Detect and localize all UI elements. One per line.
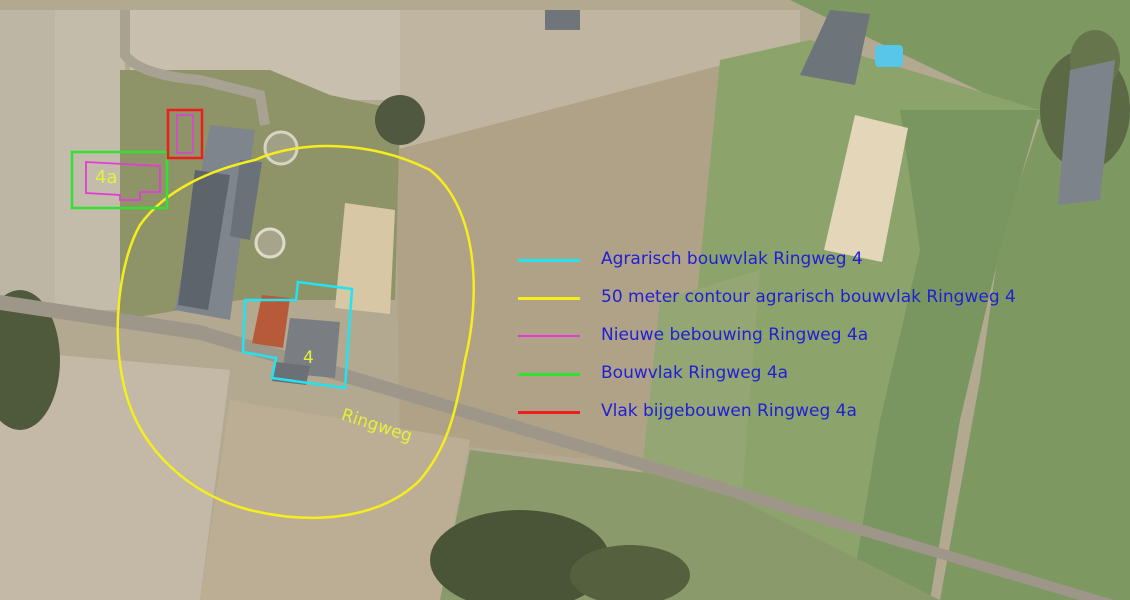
legend-label: Agrarisch bouwvlak Ringweg 4 — [601, 249, 863, 269]
legend-swatch-magenta — [518, 335, 580, 337]
barn-roof-2 — [178, 170, 230, 310]
legend-swatch-red — [518, 411, 580, 414]
tree-cluster-left — [0, 290, 60, 430]
silo-round-2 — [254, 227, 286, 259]
house-red-roof — [252, 295, 290, 348]
driveway — [120, 10, 270, 126]
legend-item-50m-contour: 50 meter contour agrarisch bouwvlak Ring… — [518, 284, 1118, 314]
legend-swatch-yellow — [518, 297, 580, 300]
meadow-right — [790, 0, 1130, 600]
building-topright-1 — [800, 10, 870, 85]
field-bottom-center — [200, 400, 470, 600]
field-bottom-left — [0, 350, 230, 600]
riding-arena-right — [824, 115, 908, 262]
label-4: 4 — [303, 348, 314, 368]
legend-label: Nieuwe bebouwing Ringweg 4a — [601, 325, 869, 345]
nieuwe-bebouwing-4a-bijgebouw — [176, 114, 194, 154]
nieuwe-bebouwing-4a — [85, 161, 161, 201]
shed — [230, 160, 262, 240]
meadow-patch — [640, 270, 760, 520]
legend-item-nieuwe-bebouwing: Nieuwe bebouwing Ringweg 4a — [518, 322, 1118, 352]
contour-50m — [116, 144, 475, 519]
vlak-bijgebouwen-4a — [166, 108, 204, 160]
tree-cluster-bottom-2 — [570, 545, 690, 600]
riding-arena-farm — [335, 203, 395, 314]
house-grey-roof — [282, 318, 340, 378]
tree-cluster-bottom — [430, 510, 610, 600]
legend-item-bouwvlak-4a: Bouwvlak Ringweg 4a — [518, 360, 1118, 390]
meadow-strip — [850, 110, 1040, 600]
building-topright-2 — [1058, 60, 1115, 205]
legend-swatch-cyan — [518, 259, 580, 262]
tree-top — [375, 95, 425, 145]
swimming-pool — [875, 45, 903, 67]
field-left-strip — [55, 10, 125, 310]
legend-item-agrarisch-bouwvlak: Agrarisch bouwvlak Ringweg 4 — [518, 246, 1118, 276]
bouwvlak-4a — [70, 150, 169, 210]
legend-label: Bouwvlak Ringweg 4a — [601, 363, 789, 383]
legend-swatch-green — [518, 373, 580, 376]
agrarisch-bouwvlak-4 — [241, 280, 354, 390]
building-top — [545, 10, 580, 30]
legend-item-vlak-bijgebouwen: Vlak bijgebouwen Ringweg 4a — [518, 398, 1118, 428]
legend-label: Vlak bijgebouwen Ringweg 4a — [601, 401, 857, 421]
legend-label: 50 meter contour agrarisch bouwvlak Ring… — [601, 287, 1016, 307]
label-4a: 4a — [95, 167, 118, 188]
road-ringweg — [0, 295, 1114, 600]
